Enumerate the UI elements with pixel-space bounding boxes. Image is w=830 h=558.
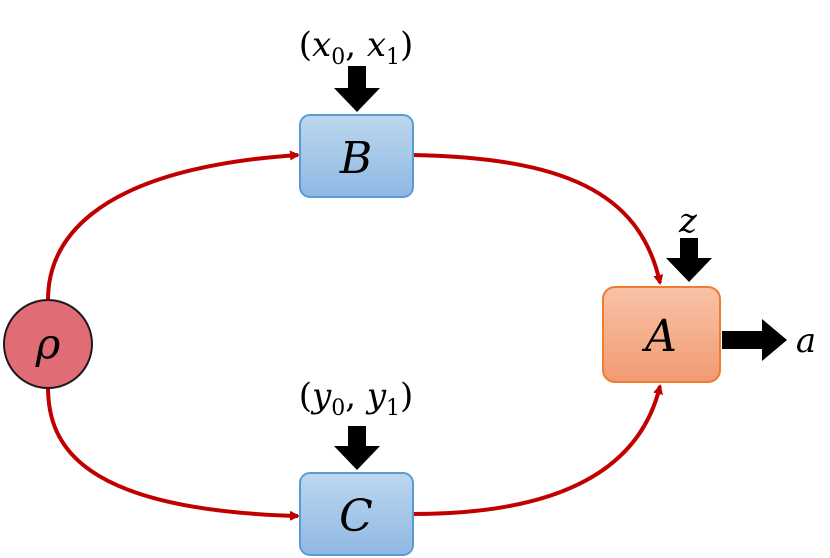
node-a-label: A (641, 311, 677, 362)
edge-source-to-c (46, 386, 300, 521)
node-c: C (299, 472, 414, 556)
input-label-c: (y0, y1) (299, 376, 414, 421)
input-label-b: (x0, x1) (299, 25, 414, 70)
node-c-label: C (339, 491, 373, 542)
input-arrow-a (666, 238, 712, 282)
edge-source-to-b (46, 150, 300, 301)
source-label: ρ (35, 319, 61, 368)
input-label-a: z (678, 201, 698, 241)
source-node: ρ (3, 299, 93, 389)
edge-c-to-a (412, 384, 664, 516)
input-arrow-b (334, 66, 380, 112)
edge-b-to-a (412, 153, 664, 285)
node-b-label: B (339, 133, 372, 184)
node-b: B (299, 114, 414, 198)
input-arrow-c (334, 426, 380, 470)
output-arrow (722, 319, 787, 361)
output-label: a (796, 321, 816, 361)
node-a: A (602, 286, 721, 383)
